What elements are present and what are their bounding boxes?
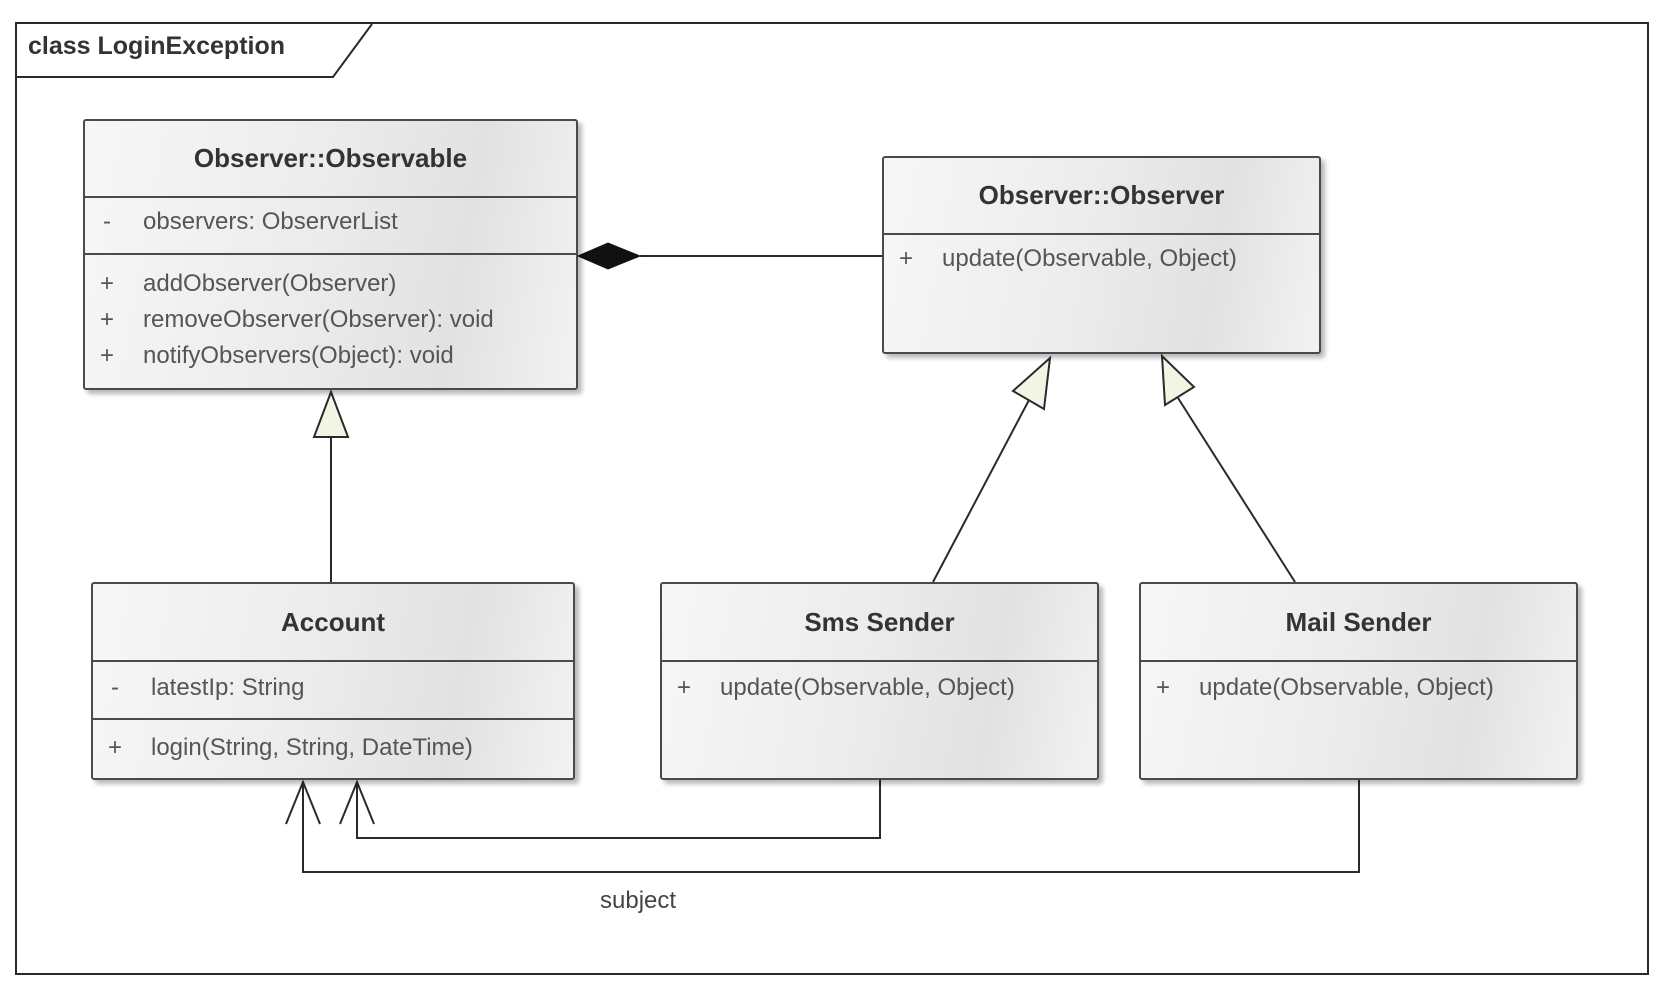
operations-section: + login(String, String, DateTime) [93, 720, 573, 780]
attribute-text: observers: ObserverList [143, 208, 398, 235]
generalization-arrow-mail [1160, 353, 1196, 407]
operation-text: update(Observable, Object) [1199, 674, 1494, 701]
operation-text: update(Observable, Object) [720, 674, 1015, 701]
association-arrowhead-sms [339, 779, 375, 825]
visibility-marker: + [898, 245, 913, 272]
generalization-arrow-account [312, 389, 350, 438]
class-mail-sender[interactable]: Mail Sender + update(Observable, Object) [1139, 582, 1578, 780]
class-name: Sms Sender [662, 584, 1097, 662]
operation-row: + update(Observable, Object) [662, 670, 1097, 706]
class-account[interactable]: Account - latestIp: String + login(Strin… [91, 582, 575, 780]
visibility-marker: + [107, 734, 122, 761]
composition-diamond [576, 242, 642, 270]
operation-row: + addObserver(Observer) [85, 266, 576, 302]
class-observable[interactable]: Observer::Observable - observers: Observ… [83, 119, 578, 390]
attributes-section: - observers: ObserverList [85, 196, 576, 255]
operation-text: login(String, String, DateTime) [151, 734, 473, 761]
attribute-text: latestIp: String [151, 674, 305, 701]
attributes-section: - latestIp: String [93, 660, 573, 720]
operation-row: + removeObserver(Observer): void [85, 302, 576, 338]
operations-section: + addObserver(Observer) + removeObserver… [85, 255, 576, 390]
generalization-arrow-sms [1011, 355, 1052, 411]
frame-title-tab [17, 23, 373, 78]
operation-row: + notifyObservers(Object): void [85, 338, 576, 374]
association-label-subject: subject [600, 887, 677, 914]
generalization-line-sms [932, 399, 1030, 583]
visibility-marker: + [676, 674, 691, 701]
attribute-row: - latestIp: String [93, 670, 573, 706]
class-sms-sender[interactable]: Sms Sender + update(Observable, Object) [660, 582, 1099, 780]
operations-section: + update(Observable, Object) [662, 660, 1097, 780]
operations-section: + update(Observable, Object) [884, 233, 1319, 354]
association-line-sms [356, 780, 881, 839]
visibility-marker: - [103, 208, 111, 235]
operation-text: addObserver(Observer) [143, 270, 397, 297]
visibility-marker: + [1155, 674, 1170, 701]
attribute-row: - observers: ObserverList [85, 204, 576, 240]
operation-text: removeObserver(Observer): void [143, 306, 494, 333]
operations-section: + update(Observable, Object) [1141, 660, 1576, 780]
frame-title: class LoginException [28, 32, 286, 60]
generalization-line-mail [1177, 397, 1296, 583]
operation-text: notifyObservers(Object): void [143, 342, 454, 369]
class-name: Mail Sender [1141, 584, 1576, 662]
operation-row: + login(String, String, DateTime) [93, 730, 573, 766]
association-arrowhead-mail [285, 779, 321, 825]
operation-row: + update(Observable, Object) [884, 241, 1319, 277]
association-line-mail [302, 780, 1360, 873]
class-name: Observer::Observer [884, 158, 1319, 235]
class-name: Account [93, 584, 573, 662]
visibility-marker: + [99, 306, 114, 333]
visibility-marker: + [99, 342, 114, 369]
class-observer[interactable]: Observer::Observer + update(Observable, … [882, 156, 1321, 354]
visibility-marker: - [111, 674, 119, 701]
operation-text: update(Observable, Object) [942, 245, 1237, 272]
visibility-marker: + [99, 270, 114, 297]
operation-row: + update(Observable, Object) [1141, 670, 1576, 706]
class-name: Observer::Observable [85, 121, 576, 198]
